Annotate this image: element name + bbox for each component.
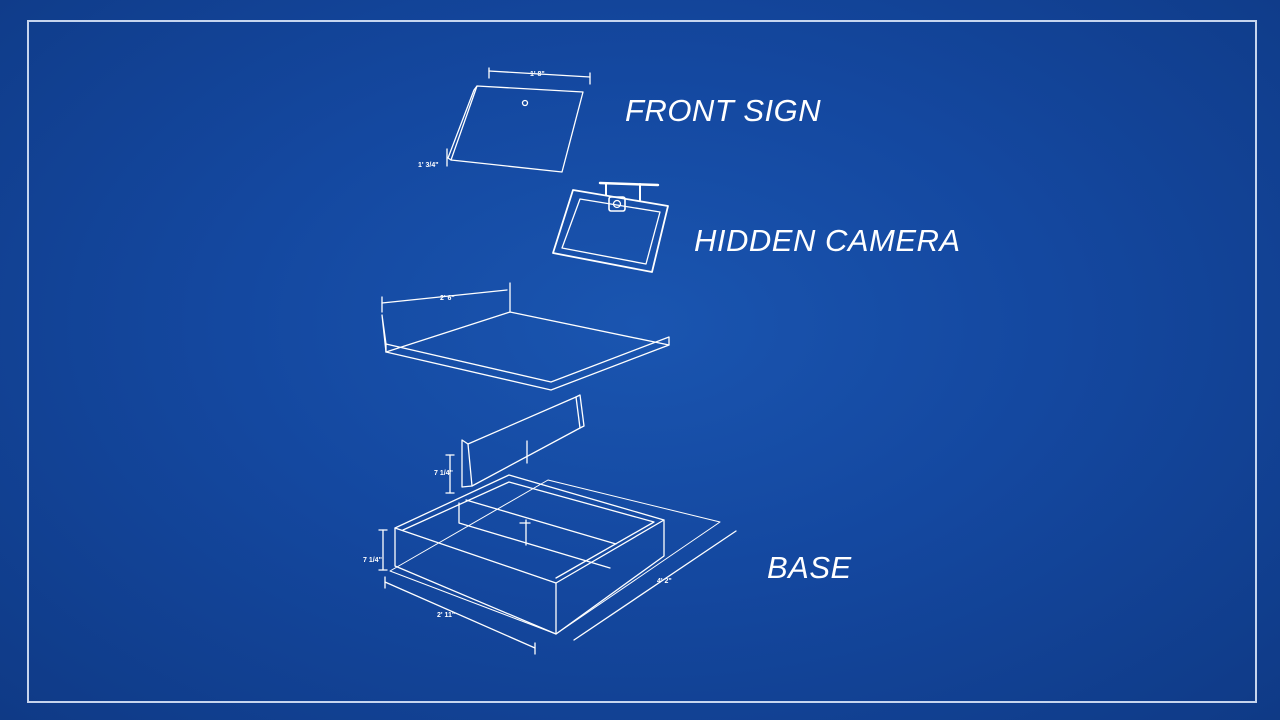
divider-part — [445, 394, 585, 494]
sign-width-dimension: 1' 8" — [530, 71, 545, 78]
panel-width-dimension: 2' 6" — [440, 295, 455, 302]
base-height-dimension: 7 1/4" — [363, 557, 382, 564]
hidden-camera-label: HIDDEN CAMERA — [694, 223, 961, 258]
front-sign-part — [446, 67, 591, 173]
front-sign-label: FRONT SIGN — [625, 93, 822, 128]
blueprint-border — [27, 20, 1257, 703]
base-label: BASE — [767, 550, 852, 585]
sign-depth-dimension: 1' 3/4" — [418, 162, 439, 169]
base-width-dimension: 2' 11" — [437, 612, 455, 619]
base-depth-dimension: 4' 2" — [657, 578, 672, 585]
base-part — [378, 474, 737, 655]
divider-height-dimension: 7 1/4" — [434, 470, 453, 477]
hidden-camera-part — [552, 181, 669, 273]
top-panel-part — [381, 282, 670, 391]
